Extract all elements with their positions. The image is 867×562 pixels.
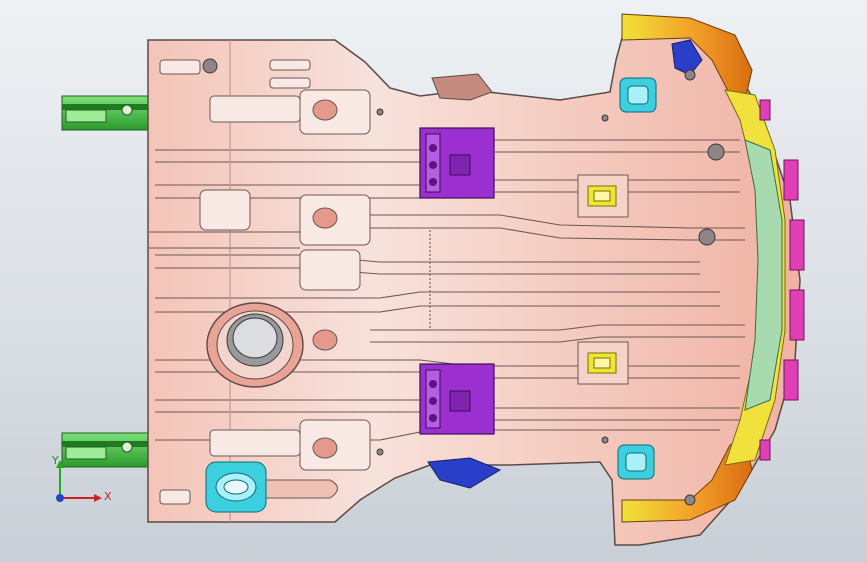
left-stampings bbox=[159, 59, 371, 505]
front-magenta-brackets bbox=[759, 99, 805, 461]
bottom-slot bbox=[264, 479, 338, 499]
panel-recesses bbox=[312, 99, 338, 459]
triad-axes bbox=[56, 460, 102, 502]
spare-wheel-well bbox=[206, 302, 304, 388]
cyan-locator-rear bbox=[205, 461, 267, 513]
y-axis-label: Y bbox=[52, 454, 59, 467]
locator-pin-upper bbox=[577, 174, 629, 218]
front-crossmember-green bbox=[744, 139, 783, 411]
locator-pin-lower bbox=[577, 341, 629, 385]
blue-brackets bbox=[427, 39, 703, 489]
x-axis-label: X bbox=[104, 490, 112, 503]
left-rail-top bbox=[61, 95, 155, 131]
coordinate-triad: Y X bbox=[48, 454, 118, 508]
cyan-locator-front-top bbox=[619, 77, 657, 113]
left-rail-bottom bbox=[61, 432, 155, 468]
panel-holes bbox=[202, 58, 725, 506]
clamp-lower bbox=[419, 363, 495, 435]
cyan-locator-front-bottom bbox=[617, 444, 655, 480]
clamp-upper bbox=[419, 127, 495, 199]
